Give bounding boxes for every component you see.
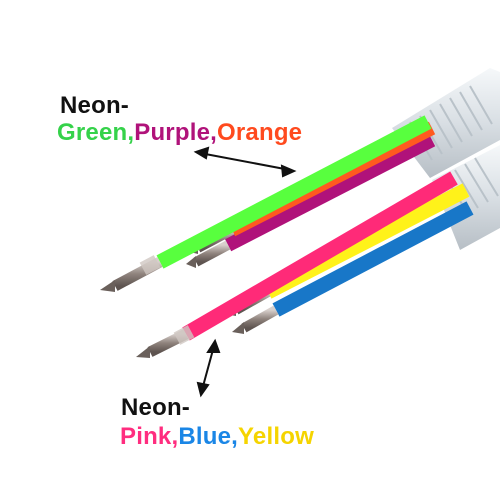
label-top-colors: Green,Purple,Orange — [57, 119, 302, 147]
refill-green — [100, 115, 432, 292]
label-pink: Pink, — [120, 423, 179, 450]
refill-pink — [136, 171, 458, 358]
label-yellow: Yellow — [238, 423, 314, 450]
label-top-title: Neon- — [60, 92, 129, 119]
refill-blue — [232, 201, 474, 334]
label-green: Green, — [57, 119, 135, 146]
arrow-top — [193, 146, 297, 178]
label-blue: Blue, — [178, 423, 239, 450]
label-bottom-title: Neon- — [121, 394, 190, 421]
label-bottom-colors: Pink,Blue,Yellow — [120, 423, 314, 451]
label-purple: Purple, — [134, 119, 217, 146]
arrow-bottom — [196, 338, 221, 398]
refill-purple — [186, 133, 436, 268]
label-orange: Orange — [217, 119, 303, 146]
